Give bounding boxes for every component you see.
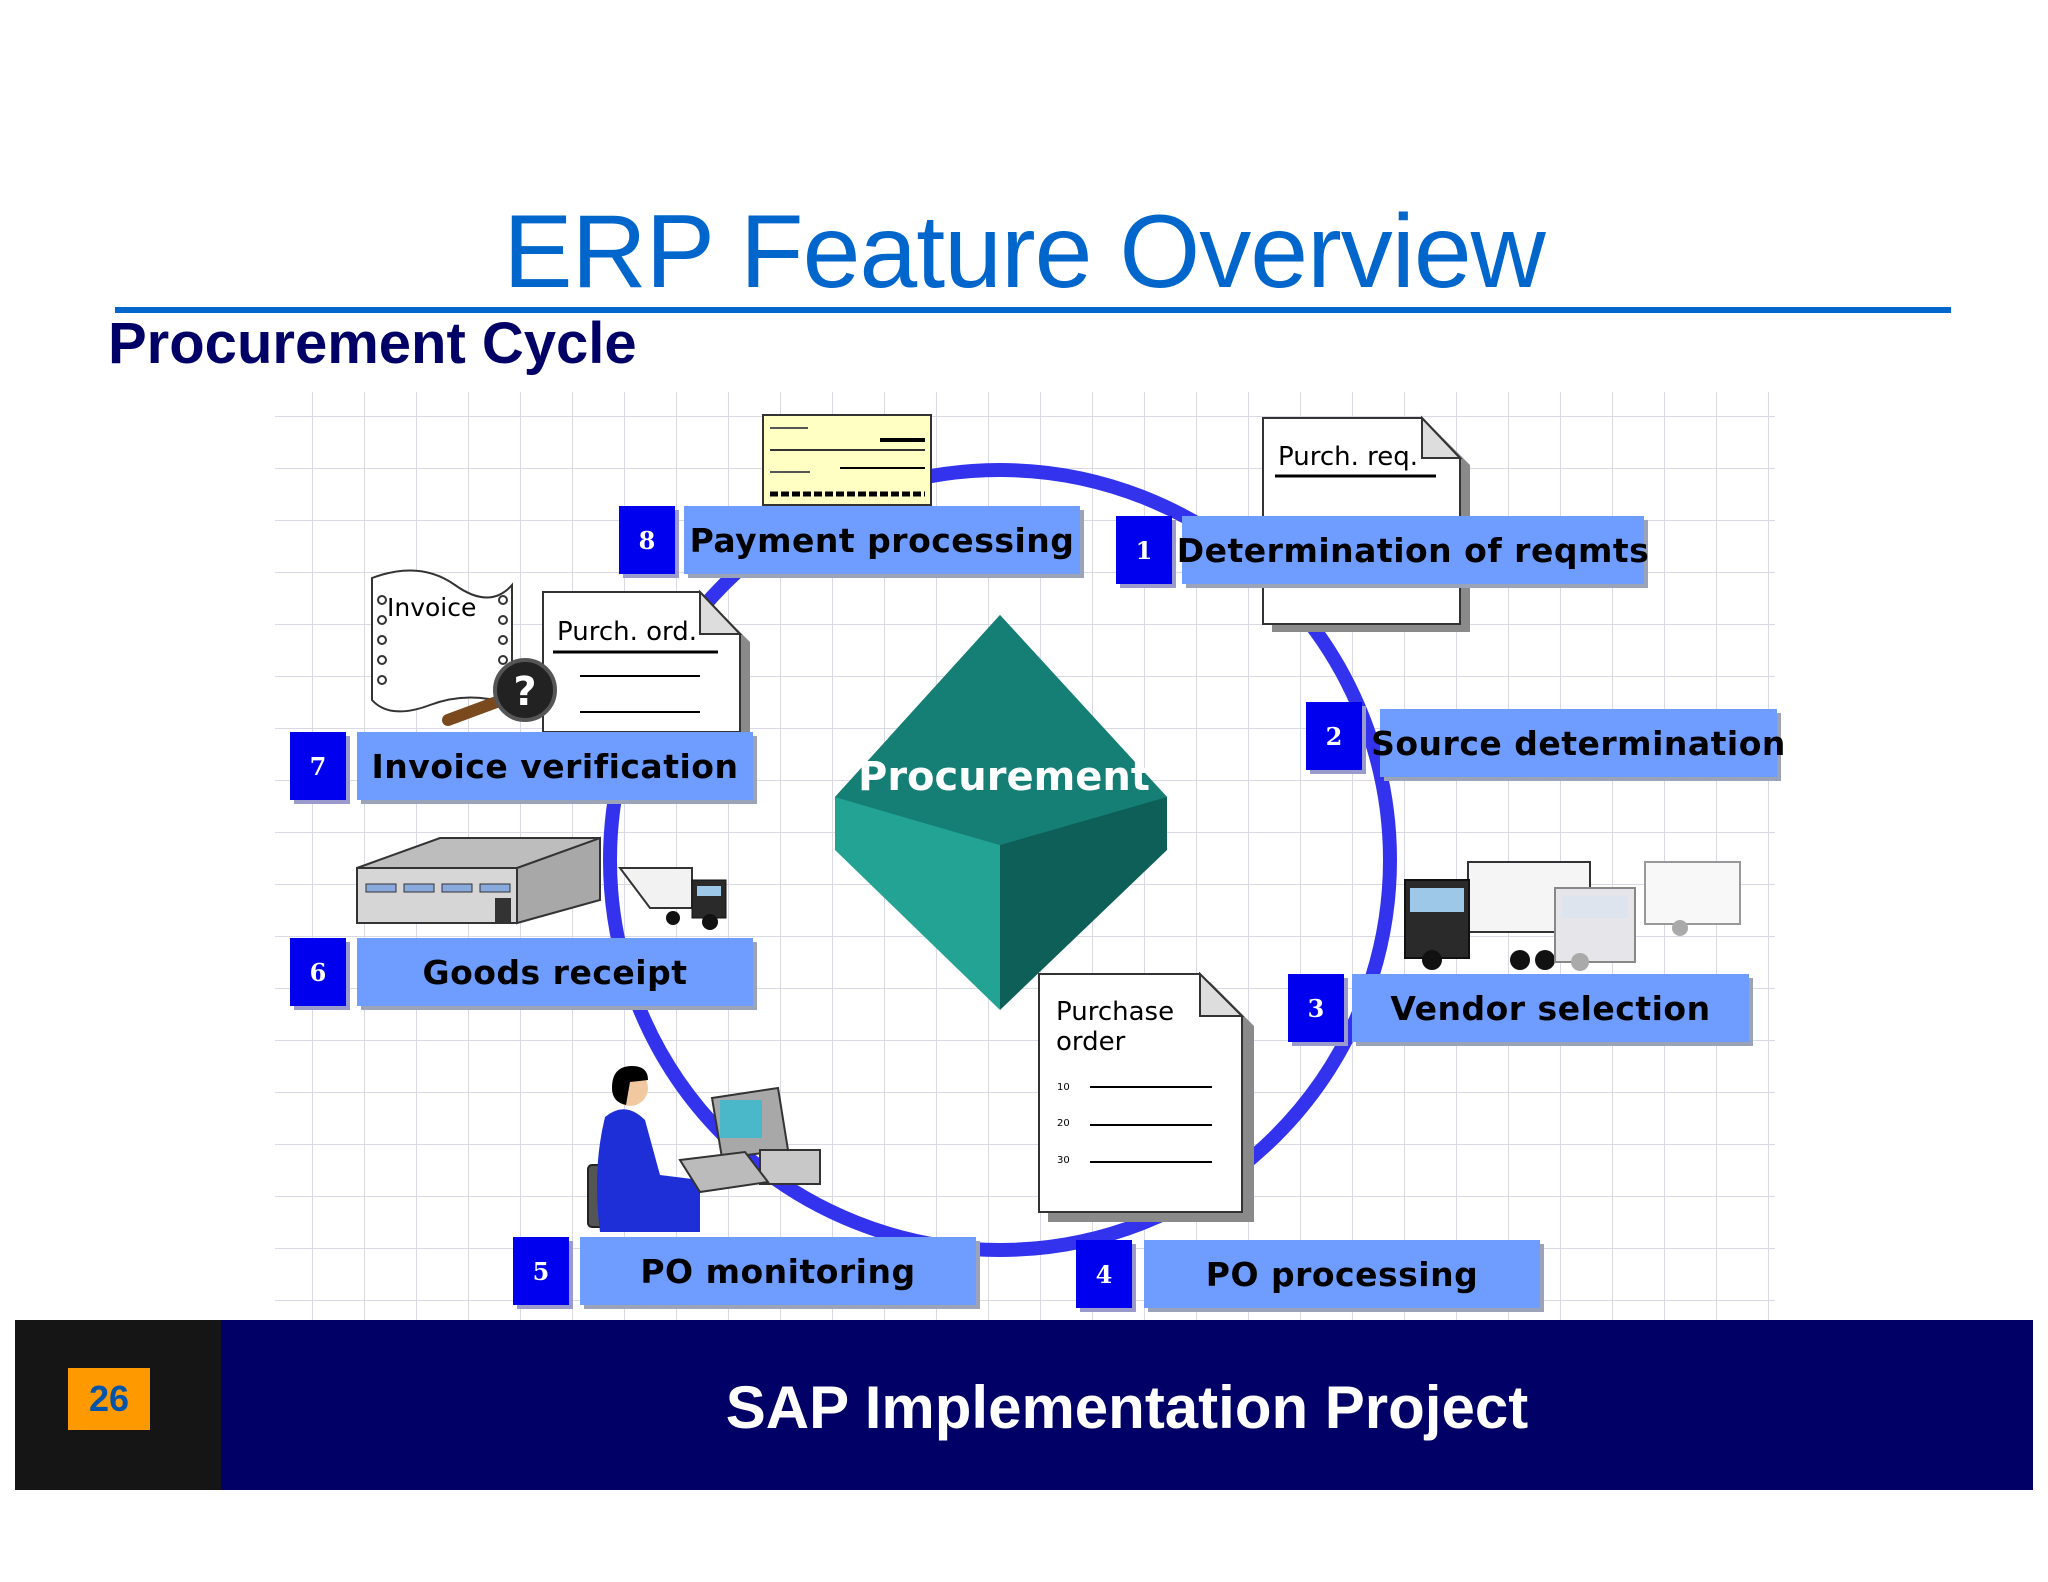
magnifier-icon: ? bbox=[442, 658, 557, 726]
step-number-4: 4 bbox=[1076, 1240, 1132, 1308]
purchase-order-label-line2: order bbox=[1056, 1027, 1126, 1057]
title-divider bbox=[115, 307, 1951, 313]
po-line-number: 20 bbox=[1057, 1118, 1070, 1129]
step-label-determination-of-reqmts: Determination of reqmts bbox=[1177, 516, 1649, 584]
procurement-cube bbox=[835, 615, 1167, 1010]
step-label-payment-processing: Payment processing bbox=[684, 506, 1080, 574]
step-label-vendor-selection: Vendor selection bbox=[1352, 974, 1749, 1042]
purchase-order-document bbox=[1038, 971, 1254, 1222]
vendor-trucks-icon bbox=[1404, 861, 1741, 971]
step-number-7: 7 bbox=[290, 732, 346, 800]
slide-title: ERP Feature Overview bbox=[503, 194, 1546, 310]
po-line-number: 10 bbox=[1057, 1082, 1070, 1093]
purch-req-label: Purch. req. bbox=[1278, 442, 1418, 472]
purch-ord-document bbox=[542, 589, 750, 740]
po-line-number: 30 bbox=[1057, 1155, 1070, 1166]
step-number-1: 1 bbox=[1116, 516, 1172, 584]
delivery-truck-icon bbox=[618, 867, 727, 930]
page-number-badge: 26 bbox=[68, 1368, 150, 1430]
step-label-po-monitoring: PO monitoring bbox=[580, 1237, 976, 1305]
step-label-po-processing: PO processing bbox=[1144, 1240, 1540, 1308]
step-number-3: 3 bbox=[1288, 974, 1344, 1042]
footer-band bbox=[15, 1320, 2033, 1490]
cycle-ring bbox=[603, 463, 1397, 1257]
step-label-invoice-verification: Invoice verification bbox=[357, 732, 753, 800]
step-number-2: 2 bbox=[1306, 702, 1362, 770]
step-number-8: 8 bbox=[619, 506, 675, 574]
slide-subtitle: Procurement Cycle bbox=[108, 311, 637, 376]
check-document bbox=[762, 414, 932, 506]
invoice-label: Invoice bbox=[387, 593, 476, 622]
person-at-computer-icon bbox=[587, 1066, 821, 1232]
procurement-label: Procurement bbox=[858, 754, 1150, 800]
svg-text:?: ? bbox=[513, 669, 536, 715]
step-number-6: 6 bbox=[290, 938, 346, 1006]
warehouse-icon bbox=[356, 836, 601, 925]
step-label-goods-receipt: Goods receipt bbox=[357, 938, 753, 1006]
purch-ord-label: Purch. ord. bbox=[557, 617, 697, 647]
footer-title: SAP Implementation Project bbox=[725, 1374, 1529, 1441]
purchase-order-label-line1: Purchase bbox=[1056, 997, 1174, 1027]
step-number-5: 5 bbox=[513, 1237, 569, 1305]
step-label-source-determination: Source determination bbox=[1371, 709, 1785, 777]
